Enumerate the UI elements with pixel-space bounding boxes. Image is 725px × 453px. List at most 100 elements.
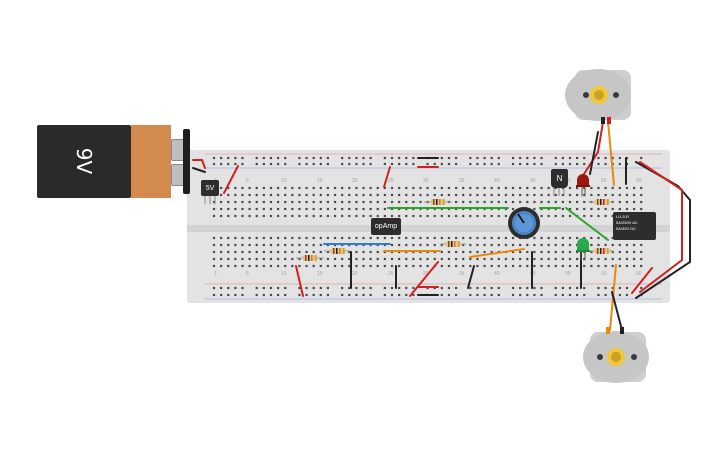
breadboard-hole: [312, 293, 315, 297]
breadboard-hole: [362, 193, 365, 197]
motor-top-lead-black[interactable]: [589, 131, 599, 175]
breadboard-hole: [234, 214, 237, 218]
motor-bottom[interactable]: [583, 327, 649, 383]
breadboard-hole: [625, 186, 629, 190]
breadboard-hole: [255, 186, 258, 190]
battery-cap: [131, 125, 171, 198]
motor-top-lead-red[interactable]: [583, 121, 604, 175]
breadboard-hole: [319, 156, 322, 160]
voltage-regulator[interactable]: 5V: [201, 180, 219, 196]
breadboard-hole: [276, 250, 280, 254]
breadboard-hole: [376, 207, 379, 211]
opamp-label: opAmp: [374, 223, 398, 230]
breadboard-hole: [604, 162, 607, 166]
breadboard-hole: [611, 156, 614, 160]
breadboard-hole: [312, 250, 315, 254]
breadboard-hole: [583, 156, 586, 160]
resistor[interactable]: [324, 248, 350, 254]
breadboard-hole: [227, 236, 230, 240]
resistor[interactable]: [440, 241, 466, 247]
npn-transistor[interactable]: N: [551, 169, 568, 188]
wire-green[interactable]: [565, 207, 609, 241]
breadboard-hole: [454, 264, 458, 268]
breadboard-hole: [390, 264, 394, 268]
breadboard-hole: [454, 293, 458, 297]
breadboard-hole: [533, 236, 536, 240]
breadboard-hole: [568, 156, 572, 160]
motor-top[interactable]: [565, 69, 631, 124]
breadboard-hole: [355, 214, 358, 218]
breadboard-hole: [405, 264, 408, 268]
wire-orange[interactable]: [469, 248, 525, 258]
breadboard-hole: [305, 186, 308, 190]
breadboard-hole: [540, 243, 543, 247]
breadboard-hole: [269, 193, 273, 197]
breadboard-hole: [504, 193, 508, 197]
wire-black[interactable]: [467, 265, 475, 289]
breadboard-hole: [447, 257, 451, 261]
breadboard-hole: [269, 286, 273, 290]
breadboard-hole: [568, 193, 572, 197]
breadboard-hole: [284, 264, 287, 268]
battery-lead-black[interactable]: [192, 167, 206, 173]
breadboard-hole: [326, 286, 330, 290]
breadboard-hole: [405, 293, 408, 297]
wire-red[interactable]: [223, 165, 239, 194]
breadboard-hole: [504, 243, 508, 247]
breadboard-hole: [255, 257, 258, 261]
resistor[interactable]: [296, 255, 324, 261]
battery-lead-red[interactable]: [192, 159, 206, 169]
breadboard-hole: [576, 286, 579, 290]
breadboard-hole: [426, 257, 429, 261]
breadboard-hole: [454, 214, 458, 218]
breadboard-hole: [291, 193, 294, 197]
led-red[interactable]: [576, 174, 590, 187]
opamp-chip[interactable]: opAmp: [371, 218, 401, 235]
breadboard-hole: [611, 243, 614, 247]
resistor[interactable]: [424, 199, 452, 205]
breadboard-hole: [533, 156, 536, 160]
breadboard-hole: [291, 186, 294, 190]
breadboard-hole: [369, 214, 372, 218]
breadboard-hole: [398, 200, 401, 204]
resistor[interactable]: [588, 199, 614, 205]
breadboard-hole: [248, 200, 251, 204]
breadboard-hole: [326, 236, 330, 240]
breadboard-hole: [640, 207, 643, 211]
wire-orange-motor-top[interactable]: [607, 121, 615, 186]
breadboard-hole: [376, 186, 379, 190]
breadboard-hole: [447, 250, 451, 254]
relay[interactable]: LU-5-R 5A/250V AC 5A/30V DC: [613, 212, 656, 240]
wire-red[interactable]: [631, 267, 653, 294]
breadboard-hole: [262, 286, 265, 290]
breadboard-hole: [640, 200, 643, 204]
breadboard-hole: [583, 186, 586, 190]
battery-9v[interactable]: 9V: [37, 125, 190, 198]
potentiometer[interactable]: [508, 207, 540, 239]
resistor[interactable]: [588, 248, 614, 254]
breadboard-hole: [305, 214, 308, 218]
breadboard-hole: [419, 264, 422, 268]
breadboard-hole: [276, 186, 280, 190]
breadboard-hole: [476, 162, 479, 166]
breadboard-hole: [576, 193, 579, 197]
wire-red-loop[interactable]: [639, 161, 683, 293]
breadboard-hole: [618, 293, 621, 297]
wire-red[interactable]: [409, 261, 439, 297]
breadboard-hole: [597, 193, 600, 197]
breadboard-hole: [526, 243, 529, 247]
breadboard-hole: [390, 186, 394, 190]
led-green[interactable]: [576, 238, 590, 252]
breadboard-hole: [483, 193, 486, 197]
breadboard-hole: [398, 186, 401, 190]
breadboard-hole: [547, 214, 550, 218]
motor-bottom-lead-black[interactable]: [611, 291, 623, 331]
breadboard-hole: [376, 214, 379, 218]
breadboard-hole: [255, 250, 258, 254]
breadboard-hole: [490, 243, 493, 247]
wire-red[interactable]: [295, 265, 304, 297]
wire-red[interactable]: [383, 166, 391, 188]
breadboard-hole: [220, 200, 223, 204]
breadboard-hole: [426, 214, 429, 218]
